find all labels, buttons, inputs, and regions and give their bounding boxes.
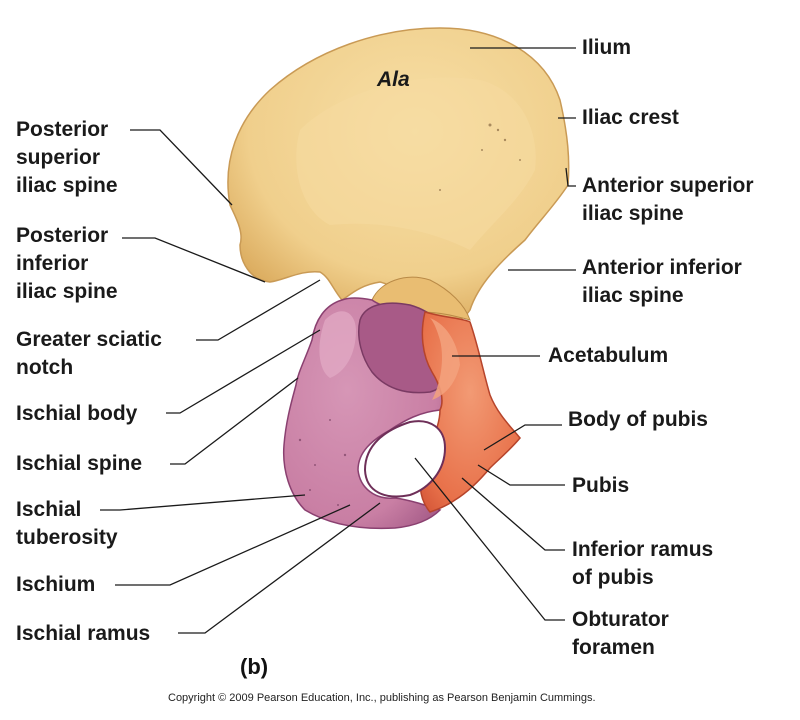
leader-anterior-superior-iliac-spine (565, 167, 576, 187)
leader-ischial-body (166, 329, 321, 414)
label-ischial-tuberosity: Ischial tuberosity (16, 498, 118, 549)
label-anterior-superior-iliac-spine: Anterior superior iliac spine (582, 174, 754, 225)
iliac-fossa (296, 77, 536, 250)
label-posterior-superior-iliac-spine: Posterior superior iliac spine (16, 118, 118, 197)
label-ischial-body: Ischial body (16, 402, 138, 425)
label-anterior-inferior-iliac-spine: Anterior inferior iliac spine (582, 256, 742, 307)
label-obturator-foramen: Obturator foramen (572, 608, 669, 659)
ischial-body-highlight (319, 311, 356, 378)
ischium-speckles (298, 419, 347, 506)
leader-body-of-pubis (483, 424, 562, 451)
label-acetabulum: Acetabulum (548, 344, 669, 367)
bone-speckles (439, 123, 521, 191)
label-ischium: Ischium (16, 573, 96, 596)
panel-label: (b) (240, 654, 269, 679)
label-pubis: Pubis (572, 474, 630, 497)
label-posterior-inferior-iliac-spine: Posterior inferior iliac spine (16, 224, 118, 303)
leader-ischium (115, 504, 351, 586)
leader-ischial-tuberosity (100, 494, 306, 511)
leader-ischial-ramus (178, 502, 381, 634)
ala-label: Ala (377, 68, 410, 91)
label-body-of-pubis: Body of pubis (568, 408, 708, 431)
label-ilium: Ilium (582, 36, 632, 59)
label-iliac-crest: Iliac crest (582, 106, 679, 129)
label-greater-sciatic-notch: Greater sciatic notch (16, 328, 162, 379)
obturator-foramen-hole (363, 420, 447, 498)
label-ischial-spine: Ischial spine (16, 452, 143, 475)
leader-inferior-ramus-of-pubis (461, 477, 565, 551)
leader-lines (100, 47, 576, 634)
label-inferior-ramus-of-pubis: Inferior ramus of pubis (572, 538, 714, 589)
leader-posterior-superior-iliac-spine (130, 129, 233, 206)
label-ischial-ramus: Ischial ramus (16, 622, 151, 645)
leader-obturator-foramen (414, 457, 565, 621)
copyright-notice: Copyright © 2009 Pearson Education, Inc.… (168, 692, 596, 704)
leader-greater-sciatic-notch (196, 279, 321, 341)
leader-pubis (477, 464, 565, 486)
acetabulum-lunate (430, 318, 460, 400)
leader-ischial-spine (170, 377, 299, 465)
leader-posterior-inferior-iliac-spine (122, 237, 266, 283)
